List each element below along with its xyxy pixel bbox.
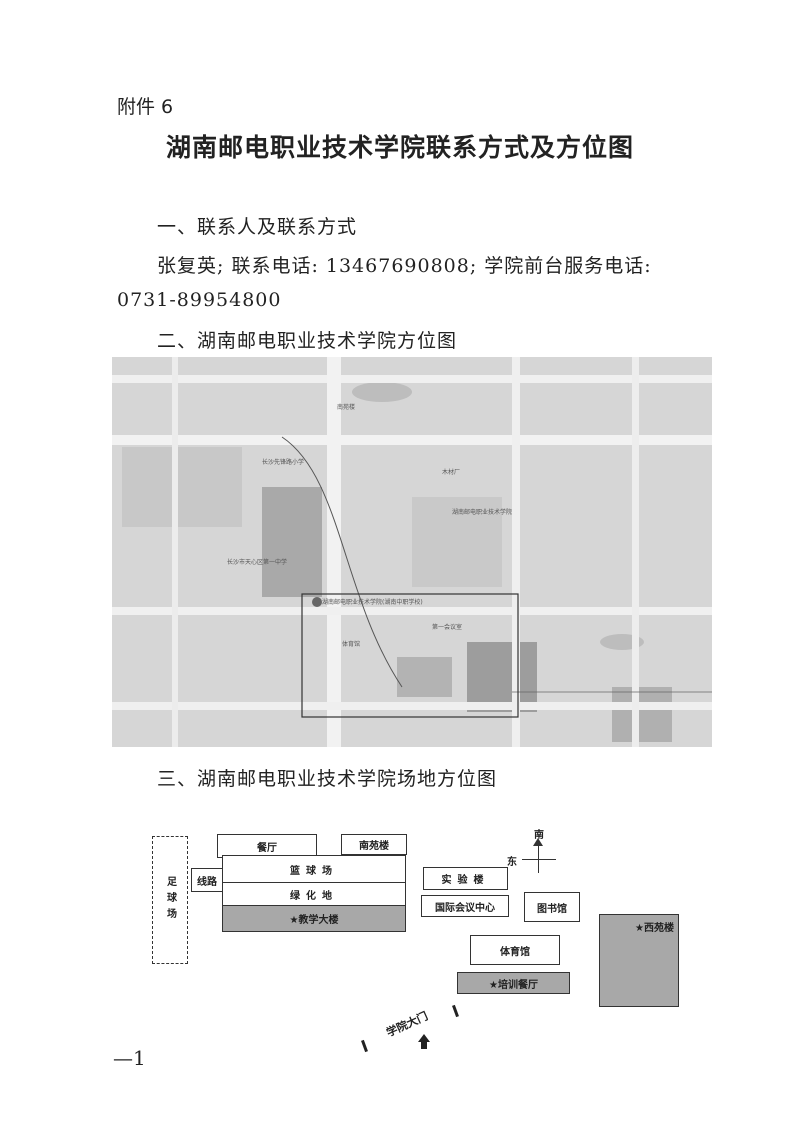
route-box: 线路	[191, 868, 223, 892]
green-area-box: 绿化地	[222, 882, 406, 906]
canteen-label: 餐厅	[257, 842, 277, 854]
library-label: 图书馆	[537, 903, 567, 915]
training-canteen-box: ★培训餐厅	[457, 972, 570, 994]
gym-box: 体育馆	[470, 935, 560, 965]
compass-south-label: 南	[534, 830, 544, 841]
section-heading-contact: 一、联系人及联系方式	[157, 216, 358, 238]
location-map: 长沙先锋路小学 湖南邮电职业技术学院(湖南中职学校) 体育馆 第一会议室 长沙市…	[112, 357, 712, 747]
entrance-arrow-stem	[421, 1041, 427, 1049]
contact-line-2: 0731-89954800	[117, 289, 282, 311]
gate-marker-left	[361, 1039, 368, 1053]
map-label-lumber: 木材厂	[442, 469, 461, 476]
compass-horizontal	[522, 859, 556, 860]
nanyuan-building-box: 南苑楼	[341, 834, 407, 855]
section-heading-map: 二、湖南邮电职业技术学院方位图	[157, 330, 458, 352]
teaching-building-box: ★教学大楼	[222, 905, 406, 932]
arrow-up-icon	[533, 838, 543, 846]
xiyuan-building-label: ★西苑楼	[635, 923, 674, 934]
basketball-court-box: 篮球场	[222, 855, 406, 883]
football-field: 足球场	[152, 836, 188, 964]
map-label-meeting-room: 第一会议室	[432, 624, 463, 631]
library-box: 图书馆	[524, 892, 580, 922]
map-label-gym: 体育馆	[342, 641, 361, 648]
map-label-school: 长沙先锋路小学	[262, 459, 305, 466]
gym-label: 体育馆	[500, 946, 530, 958]
compass-east-label: 东	[507, 857, 517, 868]
nanyuan-building-label: 南苑楼	[359, 841, 389, 852]
basketball-court-label: 篮球场	[290, 865, 338, 877]
contact-line-1: 张复英; 联系电话: 13467690808; 学院前台服务电话:	[157, 255, 652, 277]
training-canteen-label: ★培训餐厅	[489, 979, 538, 991]
document-title: 湖南邮电职业技术学院联系方式及方位图	[165, 133, 634, 162]
section-heading-campus: 三、湖南邮电职业技术学院场地方位图	[157, 768, 498, 790]
xiyuan-building-box: ★西苑楼	[599, 914, 679, 938]
conference-center-box: 国际会议中心	[421, 895, 509, 917]
xiyuan-building-wing-left	[599, 937, 641, 1007]
attachment-label: 附件 6	[117, 96, 174, 118]
canteen-box: 餐厅	[217, 834, 317, 858]
map-label-nanyuan: 南苑楼	[337, 404, 356, 411]
map-label-college: 湖南邮电职业技术学院	[452, 509, 513, 516]
xiyuan-building-wing	[640, 937, 679, 1007]
map-label-campus: 湖南邮电职业技术学院(湖南中职学校)	[322, 599, 423, 606]
green-area-label: 绿化地	[290, 890, 338, 902]
teaching-building-label: ★教学大楼	[289, 915, 339, 926]
page-number: —1	[113, 1046, 146, 1070]
lab-building-label: 实验楼	[441, 875, 490, 886]
lab-building-box: 实验楼	[423, 867, 508, 890]
route-label: 线路	[197, 876, 217, 888]
map-label-middle-school: 长沙市天心区第一中学	[227, 559, 288, 566]
conference-center-label: 国际会议中心	[435, 902, 495, 914]
entrance-arrow-icon	[418, 1034, 430, 1042]
map-graphic	[112, 357, 712, 747]
football-field-label: 足球场	[164, 876, 176, 924]
gate-marker-right	[452, 1004, 459, 1018]
